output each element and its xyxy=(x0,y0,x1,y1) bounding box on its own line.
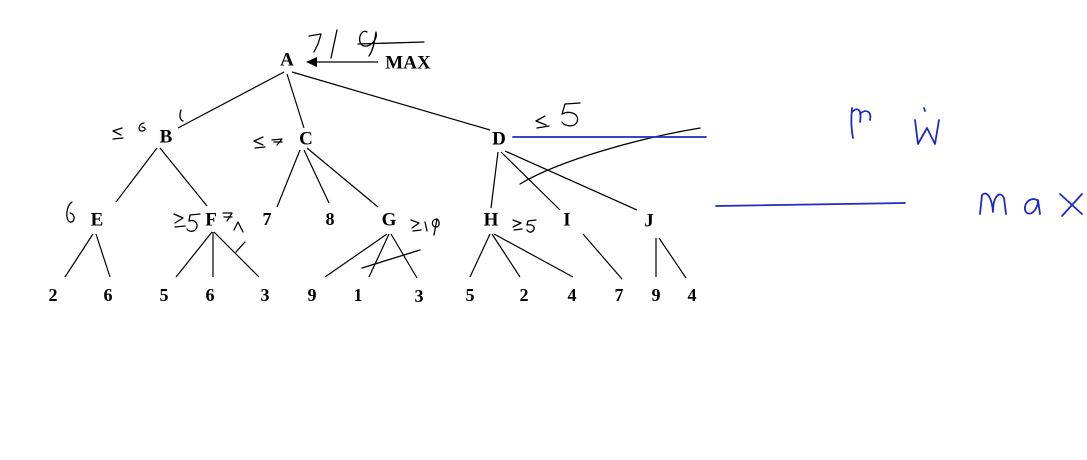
leaf-1: 2 xyxy=(49,285,58,305)
edge-h-5 xyxy=(469,233,491,278)
annotation-max xyxy=(979,192,1083,217)
tree-edges xyxy=(64,57,687,280)
edge-d-i xyxy=(500,151,561,211)
leaf-6: 9 xyxy=(308,285,317,305)
annotation-c xyxy=(253,136,283,149)
leaf-9: 5 xyxy=(466,285,475,305)
edge-j-4 xyxy=(658,237,687,279)
edge-e-2 xyxy=(64,233,94,278)
edge-c-7 xyxy=(276,149,301,208)
node-j: J xyxy=(644,210,654,231)
edge-c-g xyxy=(306,147,379,208)
annotation-g xyxy=(361,218,440,269)
node-a: A xyxy=(280,49,294,70)
annotation-f xyxy=(173,212,246,253)
annotation-d xyxy=(535,102,581,129)
handwritten-annotations xyxy=(66,29,1083,269)
leaf-10: 2 xyxy=(520,285,529,305)
edge-g-9 xyxy=(324,233,388,278)
edge-h-4 xyxy=(493,233,574,278)
edge-f-3 xyxy=(213,231,260,278)
node-h: H xyxy=(484,209,499,230)
edge-b-e xyxy=(115,147,158,203)
leaf-5: 3 xyxy=(261,285,270,305)
edge-g-3 xyxy=(390,233,418,279)
leaf-3: 5 xyxy=(160,285,169,305)
leaf-c-8: 8 xyxy=(326,209,335,229)
annotation-e xyxy=(66,201,75,223)
annotation-h xyxy=(512,219,537,233)
edge-d-j xyxy=(504,150,638,211)
edge-a-d xyxy=(291,71,491,131)
leaf-4: 6 xyxy=(206,285,215,305)
annotation-max-line xyxy=(715,202,906,207)
annotation-b xyxy=(112,109,184,140)
max-label: MAX xyxy=(385,52,431,73)
edge-e-6 xyxy=(95,233,111,278)
node-f: F xyxy=(205,209,217,230)
node-e: E xyxy=(91,209,104,230)
tree-nodes: A B C D E F G H I J MAX xyxy=(91,49,654,231)
edge-a-c xyxy=(286,73,305,129)
leaf-13: 9 xyxy=(652,285,661,305)
edge-h-2 xyxy=(491,233,521,278)
edge-f-5 xyxy=(175,231,213,278)
edge-i-7 xyxy=(582,233,623,280)
node-b: B xyxy=(160,126,173,147)
annotation-d-prune xyxy=(519,127,701,185)
leaf-2: 6 xyxy=(104,285,113,305)
node-c: C xyxy=(299,128,313,149)
leaf-7: 1 xyxy=(354,285,363,305)
leaf-11: 4 xyxy=(568,285,577,305)
annotation-a xyxy=(308,29,425,59)
leaf-8: 3 xyxy=(415,286,424,306)
leaf-c-7: 7 xyxy=(263,209,272,229)
edge-g-1 xyxy=(368,233,390,278)
edge-b-f xyxy=(159,147,208,207)
edge-c-8 xyxy=(303,149,330,204)
node-i: I xyxy=(563,209,570,230)
node-d: D xyxy=(492,128,506,149)
leaf-14: 4 xyxy=(688,285,697,305)
edge-d-h xyxy=(490,151,499,209)
leaf-12: 7 xyxy=(615,285,624,305)
max-arrow-head xyxy=(306,57,317,67)
tree-leaves: 7 8 2 6 5 6 3 9 1 3 5 2 4 7 9 4 xyxy=(49,209,697,306)
edge-a-b xyxy=(177,71,285,129)
node-g: G xyxy=(382,209,397,230)
annotation-min xyxy=(850,107,940,145)
